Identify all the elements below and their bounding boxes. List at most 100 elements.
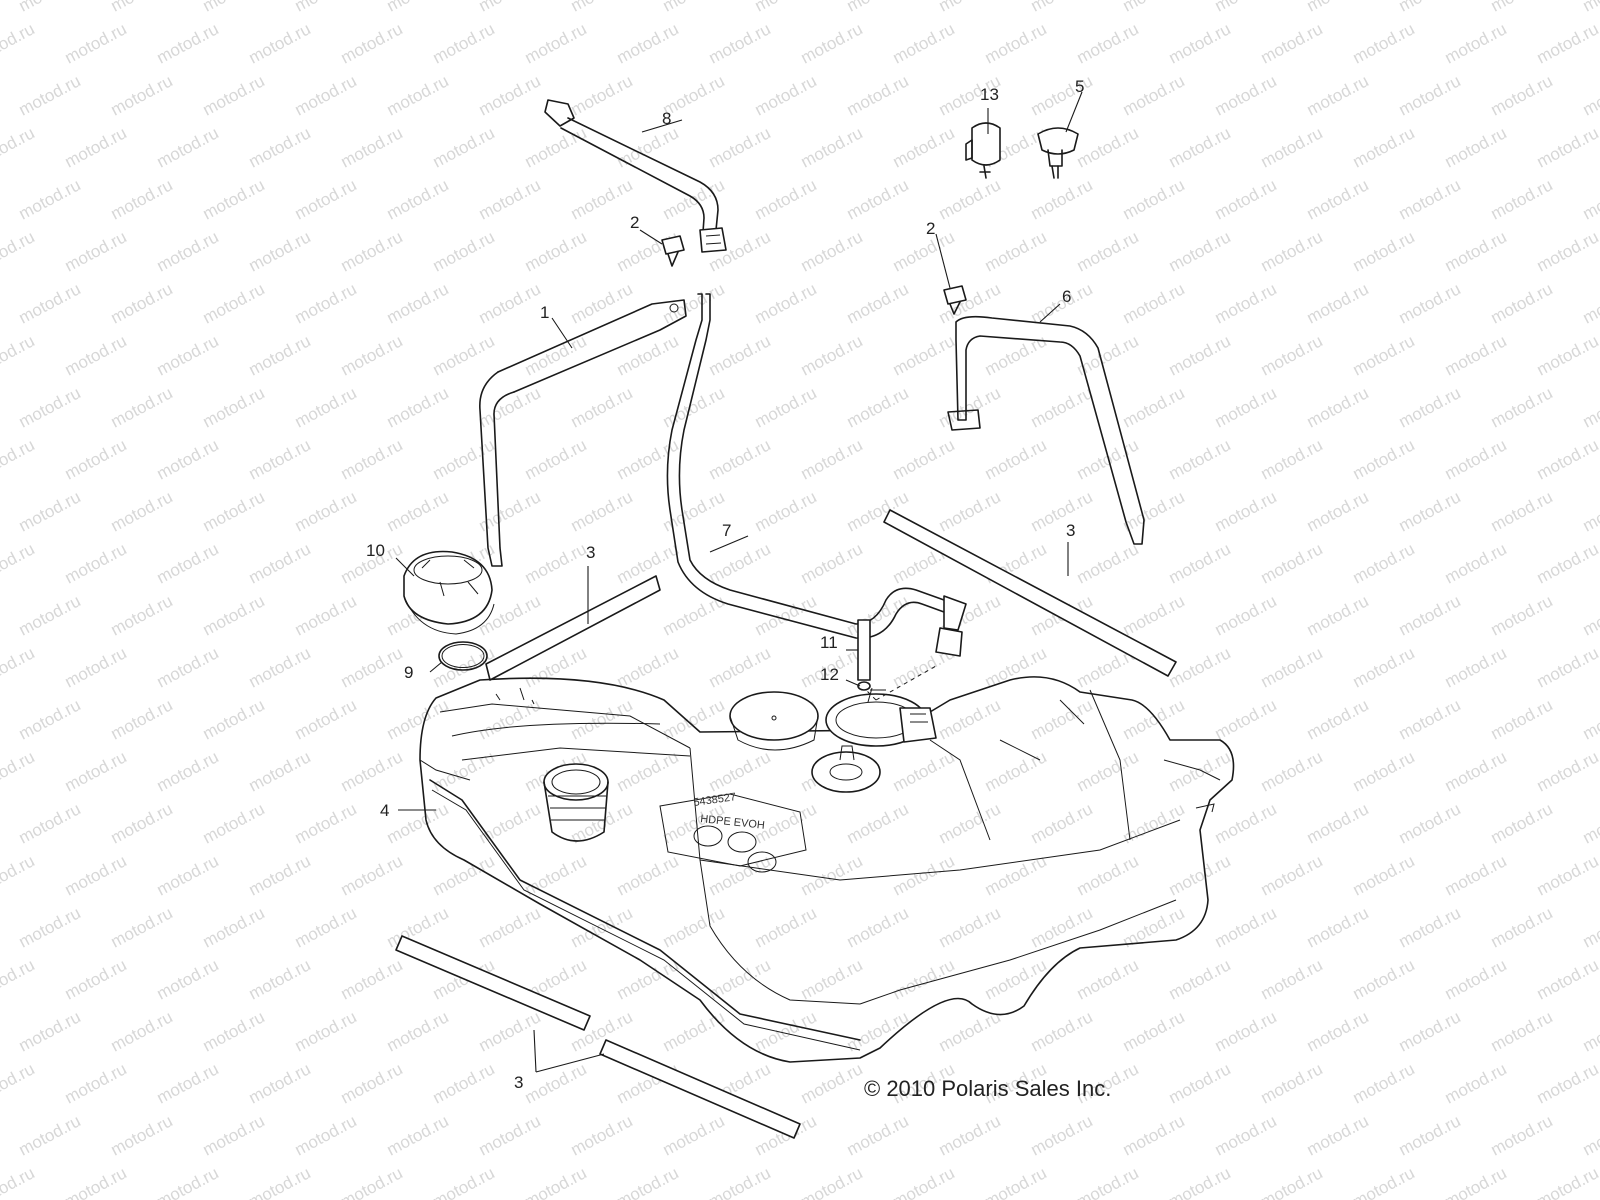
watermark-text: motod.ru	[200, 1111, 268, 1159]
watermark-text: motod.ru	[246, 851, 314, 899]
watermark-text: motod.ru	[1534, 851, 1600, 899]
watermark-text: motod.ru	[476, 799, 544, 847]
callout-6: 6	[1062, 287, 1071, 306]
watermark-text: motod.ru	[982, 19, 1050, 67]
watermark-text: motod.ru	[430, 1059, 498, 1107]
watermark-text: motod.ru	[522, 1163, 590, 1200]
watermark-text: motod.ru	[62, 851, 130, 899]
watermark-text: motod.ru	[1350, 123, 1418, 171]
watermark-text: motod.ru	[1488, 487, 1556, 535]
watermark-text: motod.ru	[1396, 487, 1464, 535]
part-5-clip	[1037, 127, 1079, 179]
watermark-text: motod.ru	[1212, 799, 1280, 847]
watermark-text: motod.ru	[982, 1163, 1050, 1200]
watermark-text: motod.ru	[1304, 695, 1372, 743]
watermark-text: motod.ru	[338, 227, 406, 275]
watermark-text: motod.ru	[16, 1007, 84, 1055]
watermark-text: motod.ru	[1350, 747, 1418, 795]
watermark-text: motod.ru	[1488, 591, 1556, 639]
watermark-text: motod.ru	[384, 799, 452, 847]
watermark-text: motod.ru	[108, 383, 176, 431]
watermark-text: motod.ru	[798, 19, 866, 67]
watermark-text: motod.ru	[476, 175, 544, 223]
watermark-text: motod.ru	[430, 1163, 498, 1200]
watermark-text: motod.ru	[1442, 643, 1510, 691]
watermark-text: motod.ru	[890, 1163, 958, 1200]
watermark-text: motod.ru	[338, 435, 406, 483]
watermark-text: motod.ru	[1488, 1007, 1556, 1055]
callout-1: 1	[540, 303, 549, 322]
watermark-text: motod.ru	[614, 19, 682, 67]
watermark-text: motod.ru	[200, 279, 268, 327]
callout-9: 9	[404, 663, 413, 682]
watermark-text: motod.ru	[1258, 539, 1326, 587]
watermark-text: motod.ru	[200, 799, 268, 847]
watermark-text: motod.ru	[200, 71, 268, 119]
watermark-text: motod.ru	[1580, 175, 1600, 223]
watermark-text: motod.ru	[1258, 643, 1326, 691]
watermark-text: motod.ru	[1120, 591, 1188, 639]
watermark-text: motod.ru	[1258, 747, 1326, 795]
watermark-text: motod.ru	[1028, 175, 1096, 223]
watermark-text: motod.ru	[16, 695, 84, 743]
watermark-text: motod.ru	[246, 539, 314, 587]
watermark-text: motod.ru	[706, 435, 774, 483]
watermark-text: motod.ru	[1442, 19, 1510, 67]
watermark-text: motod.ru	[1580, 279, 1600, 327]
watermark-text: motod.ru	[292, 799, 360, 847]
watermark-text: motod.ru	[1304, 1111, 1372, 1159]
watermark-text: motod.ru	[1396, 383, 1464, 431]
watermark-text: motod.ru	[338, 1059, 406, 1107]
watermark-text: motod.ru	[936, 175, 1004, 223]
watermark-text: motod.ru	[384, 1007, 452, 1055]
watermark-text: motod.ru	[1120, 695, 1188, 743]
watermark-text: motod.ru	[1028, 799, 1096, 847]
watermark-text: motod.ru	[522, 19, 590, 67]
watermark-text: motod.ru	[1580, 799, 1600, 847]
watermark-text: motod.ru	[108, 1111, 176, 1159]
watermark-text: motod.ru	[16, 71, 84, 119]
watermark-text: motod.ru	[1074, 123, 1142, 171]
watermark-text: motod.ru	[1396, 0, 1464, 16]
watermark-text: motod.ru	[200, 1007, 268, 1055]
callout-5: 5	[1075, 77, 1084, 96]
watermark-text: motod.ru	[384, 695, 452, 743]
watermark-text: motod.ru	[1028, 0, 1096, 16]
watermark-text: motod.ru	[154, 955, 222, 1003]
watermark-text: motod.ru	[200, 695, 268, 743]
watermark-text: motod.ru	[1396, 175, 1464, 223]
part-12-washer	[857, 681, 871, 691]
watermark-text: motod.ru	[568, 383, 636, 431]
watermark-text: motod.ru	[660, 1111, 728, 1159]
watermark-text: motod.ru	[706, 1163, 774, 1200]
watermark-text: motod.ru	[108, 903, 176, 951]
watermark-text: motod.ru	[568, 0, 636, 16]
watermark-text: motod.ru	[1212, 383, 1280, 431]
watermark-text: motod.ru	[890, 123, 958, 171]
watermark-text: motod.ru	[706, 747, 774, 795]
watermark-text: motod.ru	[844, 175, 912, 223]
watermark-text: motod.ru	[1488, 279, 1556, 327]
watermark-text: motod.ru	[522, 435, 590, 483]
watermark-text: motod.ru	[752, 487, 820, 535]
watermark-text: motod.ru	[1258, 19, 1326, 67]
watermark-text: motod.ru	[1396, 71, 1464, 119]
watermark-text: motod.ru	[1258, 123, 1326, 171]
watermark-text: motod.ru	[798, 331, 866, 379]
watermark-text: motod.ru	[62, 747, 130, 795]
part-9-o-ring	[438, 641, 488, 671]
watermark-text: motod.ru	[1304, 487, 1372, 535]
watermark-text: motod.ru	[1304, 175, 1372, 223]
watermark-text: motod.ru	[16, 487, 84, 535]
watermark-text: motod.ru	[108, 799, 176, 847]
watermark-text: motod.ru	[384, 383, 452, 431]
watermark-text: motod.ru	[1028, 695, 1096, 743]
watermark-text: motod.ru	[614, 435, 682, 483]
watermark-text: motod.ru	[568, 903, 636, 951]
watermark-text: motod.ru	[660, 591, 728, 639]
watermark-text: motod.ru	[1212, 1007, 1280, 1055]
watermark-text: motod.ru	[246, 747, 314, 795]
watermark-text: motod.ru	[1350, 331, 1418, 379]
watermark-text: motod.ru	[62, 1059, 130, 1107]
watermark-text: motod.ru	[1304, 383, 1372, 431]
